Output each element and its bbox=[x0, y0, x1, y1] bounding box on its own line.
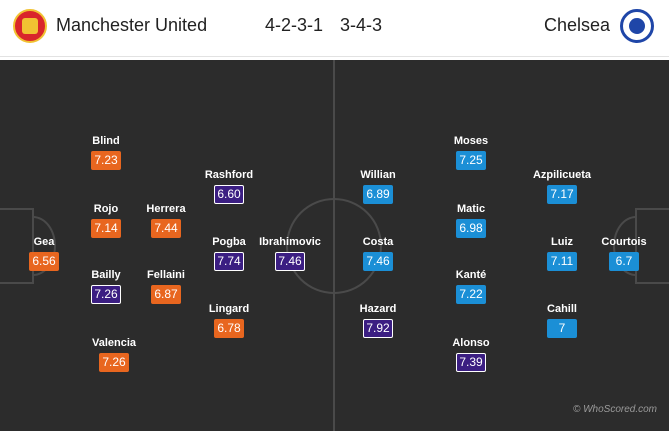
player-cahill[interactable]: Cahill 7 bbox=[522, 303, 602, 338]
player-name: Blind bbox=[92, 135, 120, 147]
player-name: Pogba bbox=[212, 236, 246, 248]
player-name: Cahill bbox=[547, 303, 577, 315]
player-rating: 7.17 bbox=[547, 185, 577, 204]
player-name: Moses bbox=[453, 135, 489, 147]
player-rating: 6.89 bbox=[363, 185, 393, 204]
home-formation: 4-2-3-1 bbox=[265, 15, 324, 35]
player-willian[interactable]: Willian 6.89 bbox=[338, 169, 418, 204]
chelsea-crest-icon bbox=[620, 9, 654, 43]
player-rating: 7.14 bbox=[91, 219, 121, 238]
player-kante[interactable]: Kanté 7.22 bbox=[431, 269, 511, 304]
player-rating: 6.56 bbox=[29, 252, 59, 271]
player-rating: 6.60 bbox=[214, 185, 244, 204]
player-ibrahimovic[interactable]: Ibrahimovic 7.46 bbox=[250, 236, 330, 271]
player-name: Lingard bbox=[208, 303, 250, 315]
player-name: Luiz bbox=[551, 236, 573, 248]
player-name: Rashford bbox=[204, 169, 254, 181]
player-lingard[interactable]: Lingard 6.78 bbox=[189, 303, 269, 338]
home-team-name[interactable]: Manchester United bbox=[56, 15, 208, 35]
player-rojo[interactable]: Rojo 7.14 bbox=[66, 203, 146, 238]
player-rating: 6.98 bbox=[456, 219, 486, 238]
player-luiz[interactable]: Luiz 7.11 bbox=[522, 236, 602, 271]
player-name: Rojo bbox=[93, 203, 119, 215]
player-rating: 7.92 bbox=[363, 319, 393, 338]
player-name: Valencia bbox=[91, 337, 137, 349]
player-rating: 7.44 bbox=[151, 219, 181, 238]
player-name: Willian bbox=[360, 169, 396, 181]
player-name: Courtois bbox=[601, 236, 647, 248]
player-costa[interactable]: Costa 7.46 bbox=[338, 236, 418, 271]
player-rating: 7.25 bbox=[456, 151, 486, 170]
player-rating: 7.11 bbox=[547, 252, 577, 271]
player-rating: 7.26 bbox=[91, 285, 121, 304]
player-rating: 7.22 bbox=[456, 285, 486, 304]
player-name: Hazard bbox=[359, 303, 397, 315]
player-name: Kanté bbox=[455, 269, 487, 281]
player-name: Alonso bbox=[452, 337, 490, 349]
player-bailly[interactable]: Bailly 7.26 bbox=[66, 269, 146, 304]
player-herrera[interactable]: Herrera 7.44 bbox=[126, 203, 206, 238]
player-name: Herrera bbox=[146, 203, 186, 215]
player-rating: 7.46 bbox=[275, 252, 305, 271]
player-gea[interactable]: Gea 6.56 bbox=[4, 236, 84, 271]
away-penalty-box bbox=[635, 208, 669, 284]
player-name: Costa bbox=[362, 236, 394, 248]
player-name: Gea bbox=[33, 236, 55, 248]
player-rating: 7.74 bbox=[214, 252, 244, 271]
player-matic[interactable]: Matic 6.98 bbox=[431, 203, 511, 238]
whoscored-credit[interactable]: © WhoScored.com bbox=[572, 404, 657, 415]
match-header: Manchester United 4-2-3-1 3-4-3 Chelsea bbox=[0, 0, 669, 57]
player-rating: 7.23 bbox=[91, 151, 121, 170]
player-name: Matic bbox=[456, 203, 486, 215]
player-name: Fellaini bbox=[147, 269, 185, 281]
player-name: Azpilicueta bbox=[532, 169, 592, 181]
pitch: Gea 6.56 Blind 7.23 Rojo 7.14 Bailly 7.2… bbox=[0, 60, 669, 431]
player-rating: 6.78 bbox=[214, 319, 244, 338]
player-name: Ibrahimovic bbox=[259, 236, 321, 248]
player-moses[interactable]: Moses 7.25 bbox=[431, 135, 511, 170]
player-alonso[interactable]: Alonso 7.39 bbox=[431, 337, 511, 372]
center-circle bbox=[286, 198, 382, 294]
player-rating: 7 bbox=[547, 319, 577, 338]
player-fellaini[interactable]: Fellaini 6.87 bbox=[126, 269, 206, 304]
player-valencia[interactable]: Valencia 7.26 bbox=[74, 337, 154, 372]
player-pogba[interactable]: Pogba 7.74 bbox=[189, 236, 269, 271]
player-rating: 7.26 bbox=[99, 353, 129, 372]
player-blind[interactable]: Blind 7.23 bbox=[66, 135, 146, 170]
player-courtois[interactable]: Courtois 6.7 bbox=[584, 236, 664, 271]
away-formation: 3-4-3 bbox=[340, 15, 383, 35]
player-rashford[interactable]: Rashford 6.60 bbox=[189, 169, 269, 204]
player-rating: 6.7 bbox=[609, 252, 639, 271]
player-azpilicueta[interactable]: Azpilicueta 7.17 bbox=[522, 169, 602, 204]
player-name: Bailly bbox=[91, 269, 121, 281]
player-rating: 7.46 bbox=[363, 252, 393, 271]
manchester-united-crest-icon bbox=[13, 9, 47, 43]
player-hazard[interactable]: Hazard 7.92 bbox=[338, 303, 418, 338]
player-rating: 6.87 bbox=[151, 285, 181, 304]
player-rating: 7.39 bbox=[456, 353, 486, 372]
away-team-name[interactable]: Chelsea bbox=[543, 15, 610, 35]
